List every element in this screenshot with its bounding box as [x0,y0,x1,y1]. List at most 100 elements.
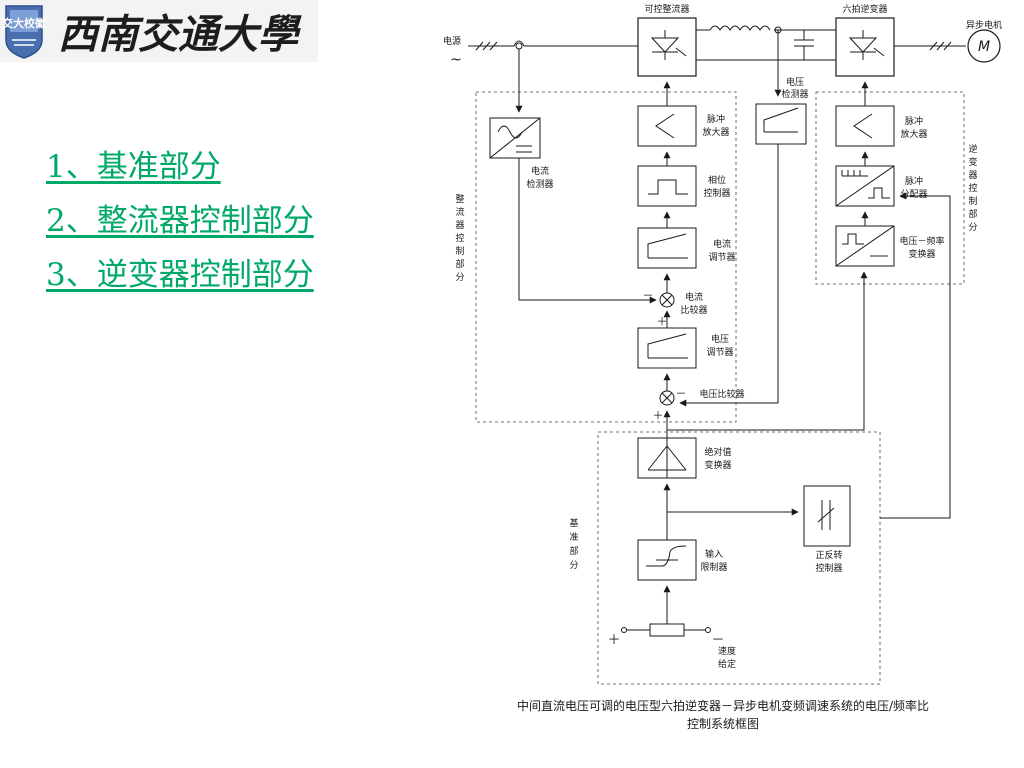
vf-conv-label-2: 变换器 [908,248,935,260]
dc-inductor [709,25,771,31]
rectifier-control-group-box [475,91,737,423]
voltage-comparator-cross [661,392,673,404]
power-input-line [468,40,638,47]
sign-minus-current: － [643,289,654,302]
pulse-amplifier-1-block [637,105,697,147]
motor-label: 异步电机 [966,19,1002,31]
voltage-regulator-symbol [647,333,688,359]
inv-group-char-5: 制 [968,195,977,207]
voltage-reg-label-1: 电压 [711,333,729,345]
inv-group-char-2: 变 [968,156,977,168]
sign-plus-voltage: ＋ [653,409,664,422]
inv-group-char-6: 部 [968,208,977,220]
voltage-detector-label-2: 检测器 [781,88,808,100]
pulse-amplifier-1-symbol [655,113,675,139]
inv-group-char-3: 器 [968,170,977,181]
rect-group-char-7: 分 [455,272,464,283]
figure-caption-line-1: 中间直流电压可调的电压型六拍逆变器－异步电机变频调速系统的电压/频率比 [517,698,929,713]
phase-ctrl-label-1: 相位 [708,174,726,186]
input-lim-label-2: 限制器 [700,561,727,573]
voltage-feedback-line [679,144,779,407]
rect-group-char-5: 制 [455,245,464,257]
vf-converter-symbol [835,225,895,267]
inv-group-char-4: 控 [968,182,977,194]
current-detector-block [489,117,541,159]
input-limiter-symbol [646,545,687,567]
university-logo: 交大校徽 西南交通大學 [0,0,318,62]
pulse-dist-label-1: 脉冲 [905,175,923,187]
voltage-cmp-label: 电压比较器 [699,388,744,400]
rect-group-char-3: 器 [455,220,464,231]
voltage-detector-symbol [763,107,799,133]
voltage-reg-label-2: 调节器 [706,347,733,358]
direction-controller-symbol [817,500,835,530]
ref-group-char-3: 部 [569,545,578,557]
menu-item-inverter-control[interactable]: 3、逆变器控制部分 [46,257,314,293]
three-phase-ticks [475,41,498,51]
pulse-amp-2-label-2: 放大器 [900,128,927,140]
rect-group-char-2: 流 [455,206,464,218]
pulse-amplifier-2-block [835,105,895,147]
pulse-amp-1-label-2: 放大器 [702,126,729,138]
ref-group-char-1: 基 [569,517,578,529]
speed-set-label-2: 给定 [718,658,736,670]
university-name: 西南交通大學 [58,11,302,58]
phase-controller-symbol [648,179,688,195]
university-emblem-icon: 交大校徽 [2,5,47,59]
ref-group-char-4: 分 [569,560,578,571]
pulse-dist-label-2: 分配器 [900,189,927,200]
current-regulator-block [637,227,697,269]
direction-to-distributor [880,192,951,519]
inv-group-char-1: 逆 [968,143,977,155]
ac-symbol: ~ [450,52,462,68]
current-detector-label-2: 检测器 [526,178,553,190]
current-cmp-label-1: 电流 [685,291,703,303]
motor-symbol: M [978,39,990,55]
dc-capacitor [794,30,814,60]
topic-menu: 1、基准部分 2、整流器控制部分 3、逆变器控制部分 [46,140,314,302]
speed-potentiometer [649,623,685,637]
abs-conv-label-2: 变换器 [704,459,731,471]
vf-control-block-diagram: 电源 ~ 可控整流器 六拍逆变器 异步电机 M 电压 检测器 电流 检测器 脉冲… [438,0,1008,738]
sign-plus-speed: ＋ [607,633,620,648]
menu-item-rectifier-control[interactable]: 2、整流器控制部分 [46,203,314,239]
pulse-amp-2-label-1: 脉冲 [905,115,923,127]
abs-to-vf-converter [666,271,868,478]
speed-terminal-minus [705,627,711,633]
dc-link-line [696,29,836,61]
voltage-regulator-block [637,327,697,369]
current-comparator-cross [661,294,673,306]
rect-group-char-1: 整 [455,193,464,205]
inverter-control-group-box [815,91,965,285]
thyristor-symbol-rectifier [650,30,687,60]
voltage-detector-block [755,103,807,145]
sign-minus-voltage: － [676,387,687,400]
current-sensor-node [515,42,523,50]
speed-terminal-plus [621,627,627,633]
inverter-label: 六拍逆变器 [842,3,887,15]
speed-set-label-1: 速度 [718,645,736,657]
svg-text:交大校徽: 交大校徽 [2,16,47,30]
pulse-amp-1-label-1: 脉冲 [707,113,725,125]
phase-controller-block [637,165,697,207]
current-detector-symbol [489,117,541,159]
vf-conv-label-1: 电压－频率 [899,235,944,247]
current-feedback-line [518,158,657,304]
input-lim-label-1: 输入 [705,548,723,560]
sign-minus-speed: － [711,633,724,648]
rectifier-label: 可控整流器 [644,3,689,15]
current-reg-label-2: 调节器 [708,252,735,263]
current-reg-label-1: 电流 [713,238,731,250]
ref-group-char-2: 准 [569,532,578,543]
current-detector-label-1: 电流 [531,165,549,177]
sign-plus-current: ＋ [657,315,668,328]
six-step-inverter-block [835,17,895,77]
pulse-distributor-symbol [835,165,895,207]
menu-item-reference[interactable]: 1、基准部分 [46,149,221,185]
async-motor [967,29,1001,63]
controlled-rectifier-block [637,17,697,77]
reference-group-box [597,431,881,685]
abs-conv-label-1: 绝对值 [704,446,731,458]
inv-group-char-7: 分 [968,222,977,233]
direction-controller-block [803,485,851,547]
